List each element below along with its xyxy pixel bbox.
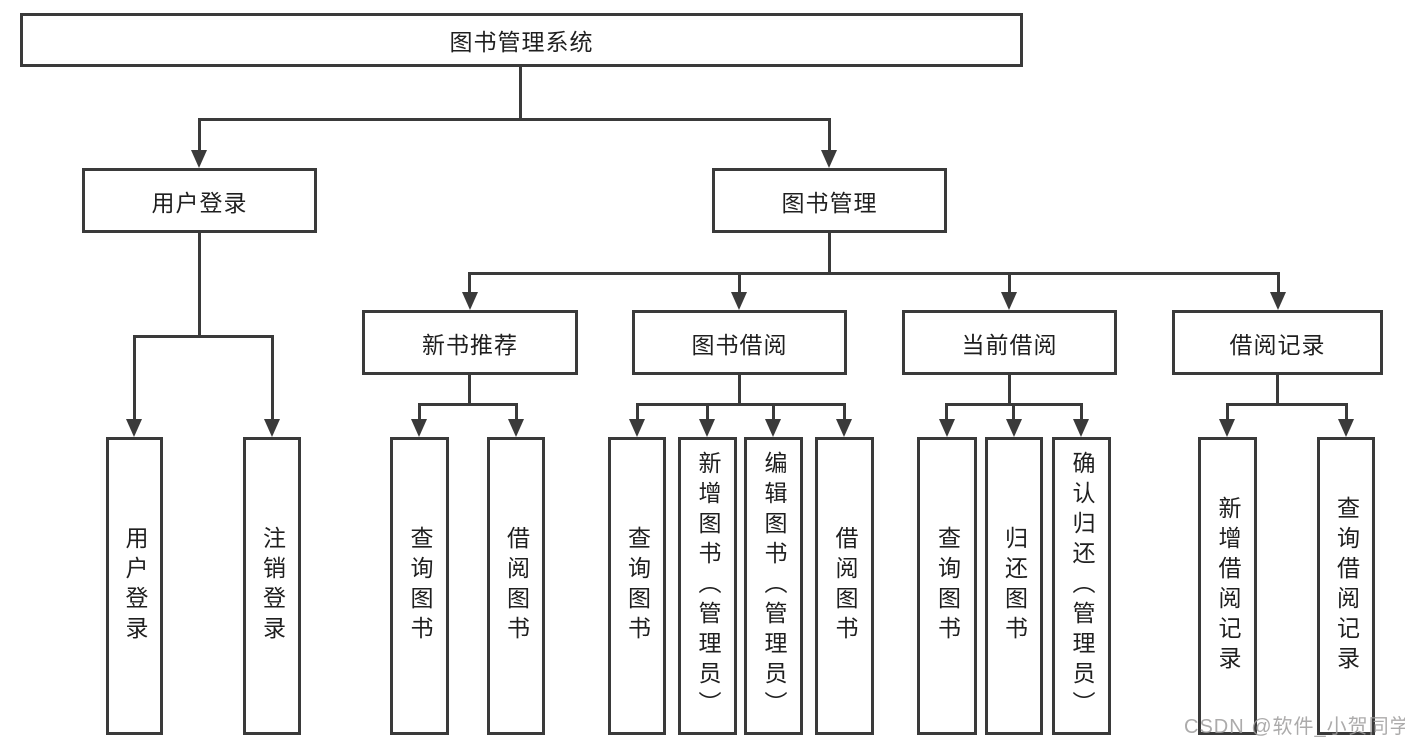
leaf-bb-query-books: 查询图书 [608, 437, 666, 735]
edge-vline [636, 403, 639, 421]
arrow-down-icon [731, 292, 747, 310]
leaf-user-login: 用户登录 [106, 437, 163, 735]
arrow-down-icon [629, 419, 645, 437]
node-current-borrow: 当前借阅 [902, 310, 1117, 375]
leaf-label: 查询借阅记录 [1333, 496, 1360, 676]
arrow-down-icon [264, 419, 280, 437]
edge-hline [468, 272, 1280, 275]
arrow-down-icon [411, 419, 427, 437]
arrow-down-icon [508, 419, 524, 437]
leaf-label: 用户登录 [122, 526, 148, 646]
arrow-down-icon [462, 292, 478, 310]
edge-vline [418, 403, 421, 421]
leaf-label: 查询图书 [934, 526, 961, 646]
edge-hline [1226, 403, 1347, 406]
leaf-label: 归还图书 [1001, 526, 1028, 646]
edge-hline [636, 403, 846, 406]
leaf-rec-borrow-books: 借阅图书 [487, 437, 545, 735]
leaf-rec-query-books: 查询图书 [390, 437, 449, 735]
arrow-down-icon [1270, 292, 1286, 310]
leaf-label: 查询图书 [624, 526, 651, 646]
leaf-bb-edit-books: 编辑图书（管理员） [744, 437, 803, 735]
edge-vline [772, 403, 775, 421]
edge-vline [828, 118, 831, 152]
arrow-down-icon [1219, 419, 1235, 437]
leaf-br-query-record: 查询借阅记录 [1317, 437, 1375, 735]
edge-hline [133, 335, 274, 338]
edge-vline [468, 375, 471, 403]
edge-vline [198, 118, 201, 152]
leaf-logout: 注销登录 [243, 437, 301, 735]
leaf-label: 借阅图书 [503, 526, 530, 646]
leaf-br-add-record: 新增借阅记录 [1198, 437, 1257, 735]
edge-vline [828, 233, 831, 272]
arrow-down-icon [1001, 292, 1017, 310]
edge-vline [1276, 375, 1279, 403]
arrow-down-icon [191, 150, 207, 168]
arrow-down-icon [939, 419, 955, 437]
leaf-cb-query-books: 查询图书 [917, 437, 977, 735]
node-user-login: 用户登录 [82, 168, 317, 233]
leaf-cb-confirm-return: 确认归还（管理员） [1052, 437, 1111, 735]
arrow-down-icon [1006, 419, 1022, 437]
edge-vline [738, 375, 741, 403]
arrow-down-icon [1073, 419, 1089, 437]
leaf-cb-return-books: 归还图书 [985, 437, 1043, 735]
leaf-label: 确认归还（管理员） [1069, 451, 1095, 721]
arrow-down-icon [1338, 419, 1354, 437]
csdn-watermark: CSDN @软件_小贺同学 [1184, 716, 1405, 738]
leaf-bb-borrow-books: 借阅图书 [815, 437, 874, 735]
arrow-down-icon [765, 419, 781, 437]
leaf-label: 编辑图书（管理员） [761, 451, 787, 721]
edge-vline [1008, 272, 1011, 294]
edge-vline [1012, 403, 1015, 421]
edge-vline [519, 67, 522, 120]
node-book-borrow: 图书借阅 [632, 310, 847, 375]
edge-vline [706, 403, 709, 421]
edge-vline [1008, 375, 1011, 403]
edge-vline [515, 403, 518, 421]
edge-vline [945, 403, 948, 421]
node-root: 图书管理系统 [20, 13, 1023, 67]
arrow-down-icon [821, 150, 837, 168]
leaf-label: 借阅图书 [832, 526, 858, 646]
edge-vline [271, 335, 274, 421]
leaf-label: 新增图书（管理员） [695, 451, 721, 721]
leaf-label: 新增借阅记录 [1215, 496, 1241, 676]
edge-vline [133, 335, 136, 421]
leaf-bb-add-books: 新增图书（管理员） [678, 437, 737, 735]
node-borrow-records: 借阅记录 [1172, 310, 1383, 375]
edge-vline [1080, 403, 1083, 421]
edge-vline [843, 403, 846, 421]
edge-vline [1277, 272, 1280, 294]
arrow-down-icon [699, 419, 715, 437]
edge-vline [468, 272, 471, 294]
edge-vline [738, 272, 741, 294]
edge-hline [418, 403, 518, 406]
node-book-management: 图书管理 [712, 168, 947, 233]
edge-vline [1226, 403, 1229, 421]
arrow-down-icon [126, 419, 142, 437]
node-new-book-recommend: 新书推荐 [362, 310, 578, 375]
edge-hline [198, 118, 831, 121]
edge-vline [1345, 403, 1348, 421]
arrow-down-icon [836, 419, 852, 437]
leaf-label: 注销登录 [259, 526, 286, 646]
leaf-label: 查询图书 [407, 526, 433, 646]
edge-vline [198, 233, 201, 335]
